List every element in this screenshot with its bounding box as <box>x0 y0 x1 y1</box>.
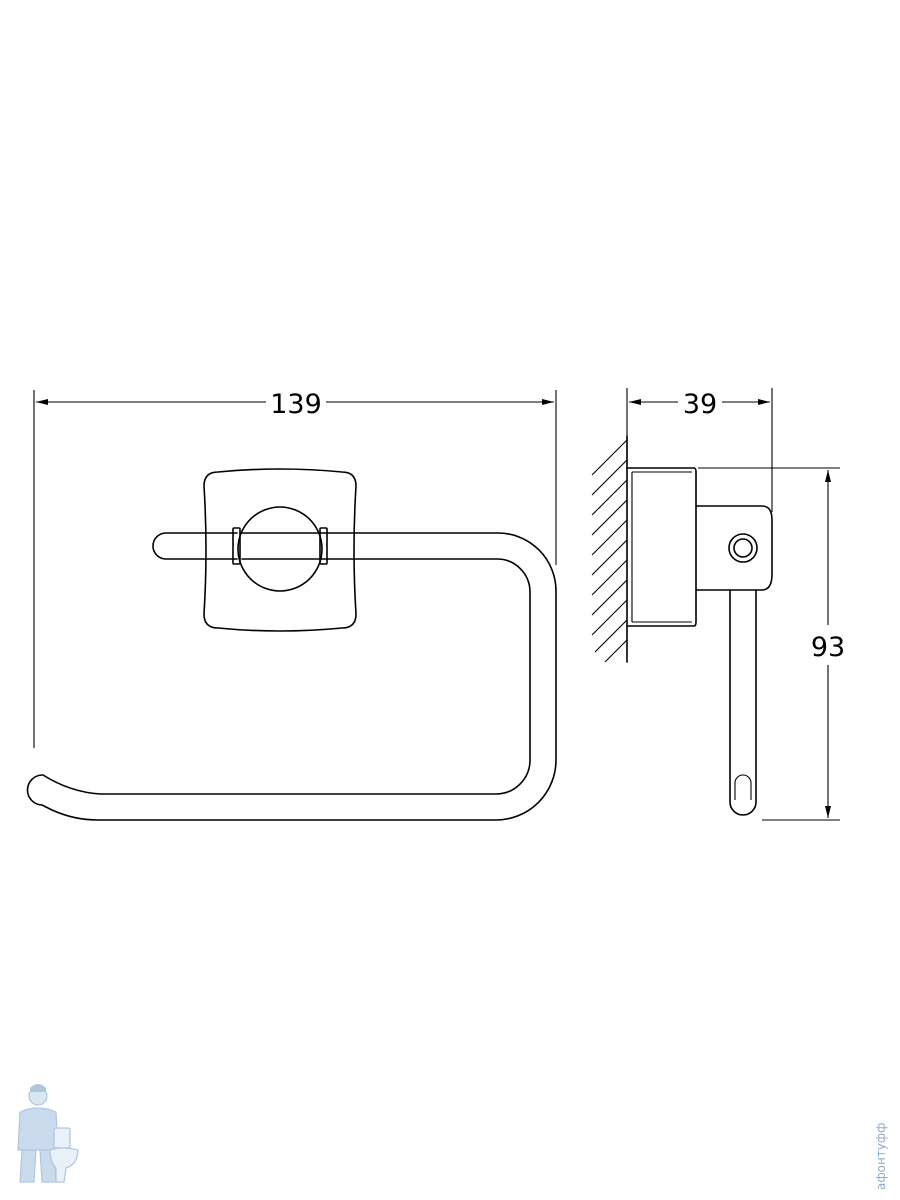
width-label: 139 <box>270 389 322 420</box>
height-dimension: 93 <box>698 467 845 821</box>
right-collar <box>319 527 328 565</box>
hatch-lines <box>591 439 628 663</box>
bar-end-ring <box>728 533 758 563</box>
arm-tip-highlight <box>734 774 752 800</box>
hanging-arm <box>729 589 757 816</box>
depth-dimension: 39 <box>626 388 773 512</box>
watermark-text: афонтуфф <box>874 1123 888 1190</box>
wall-hatch <box>591 435 628 663</box>
depth-label: 39 <box>683 389 717 420</box>
bar-stub <box>152 532 238 560</box>
left-collar <box>232 527 241 565</box>
center-hub <box>237 506 323 592</box>
side-view: 39 93 <box>591 388 845 821</box>
hub-profile <box>695 505 773 591</box>
bar-end-inner <box>733 538 753 558</box>
width-dimension: 139 <box>33 389 557 748</box>
base-plate-profile <box>626 467 697 627</box>
wall-plate <box>203 468 357 632</box>
height-label: 93 <box>811 632 845 663</box>
plumber-mascot-logo <box>17 1084 79 1183</box>
holder-bar <box>26 532 557 821</box>
front-view: 139 <box>26 389 557 821</box>
